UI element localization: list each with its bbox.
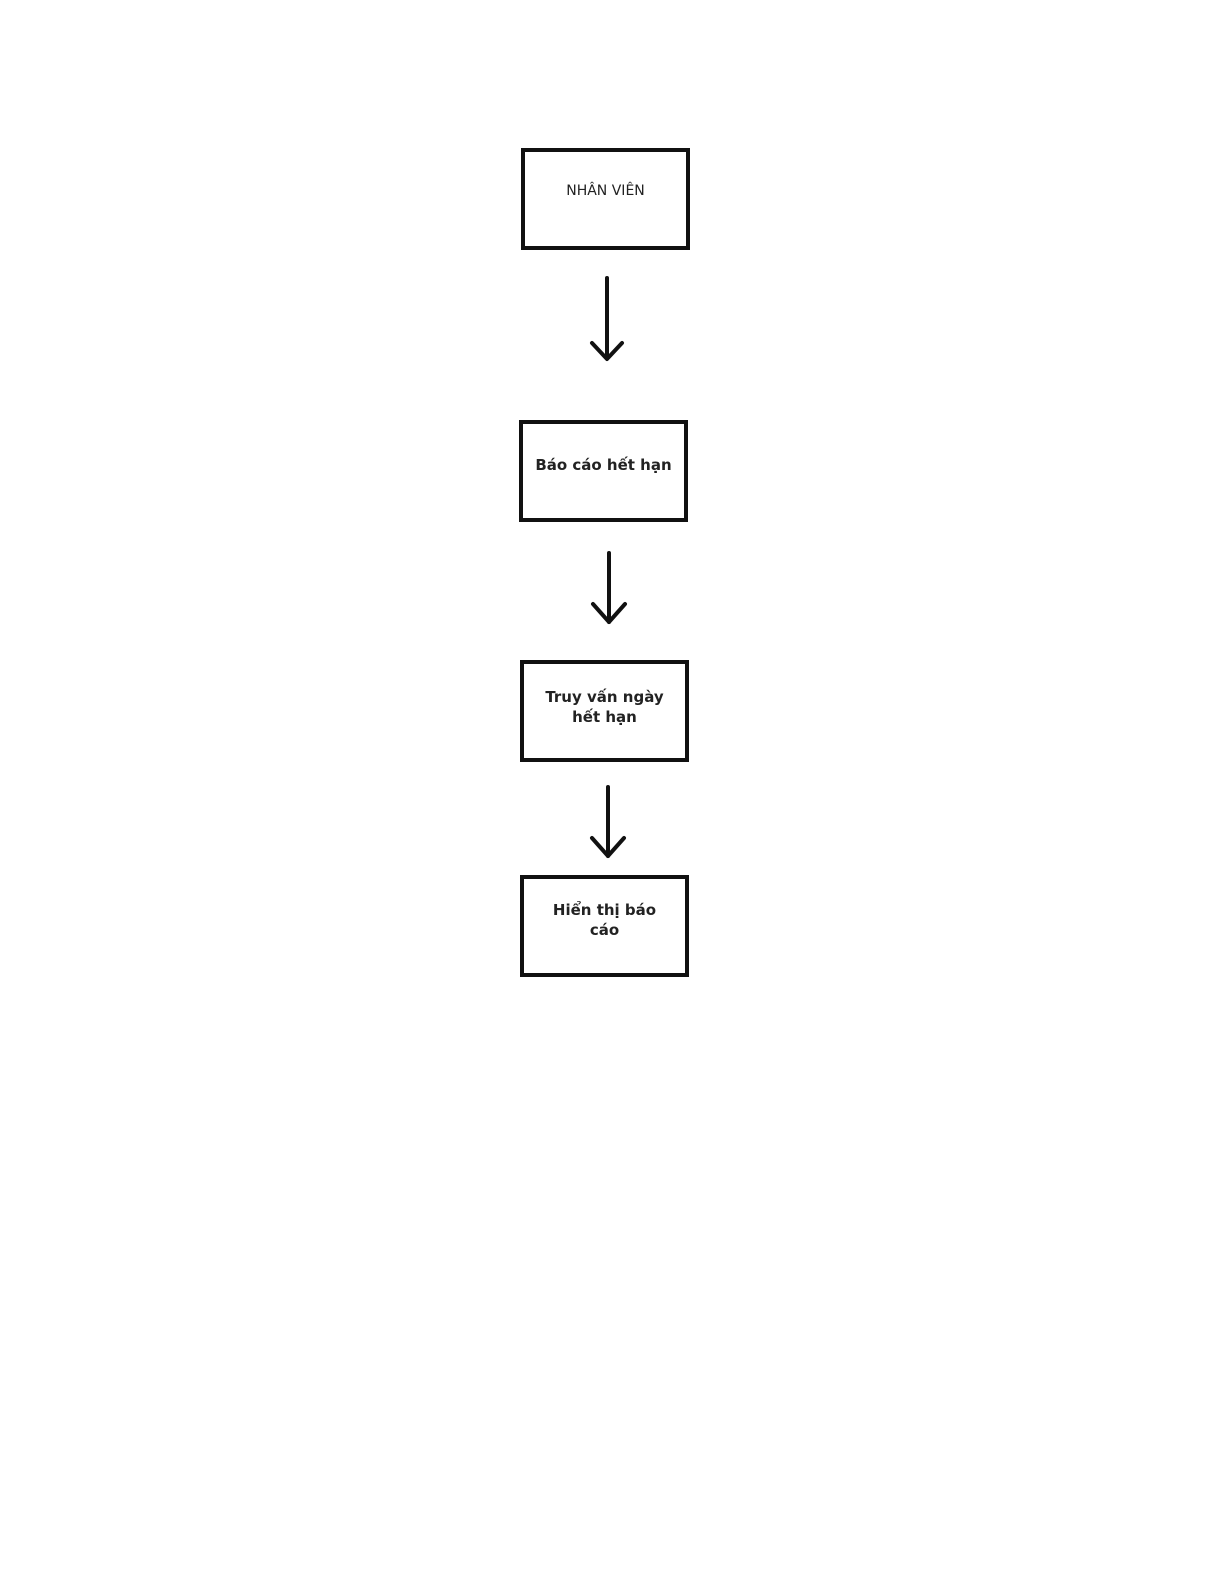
flow-node-hien-thi-bao-cao: Hiển thị báo cáo [520, 875, 689, 977]
flow-node-label: Báo cáo hết hạn [535, 455, 671, 475]
arrow-3-down [592, 787, 624, 856]
flow-node-bao-cao-het-han: Báo cáo hết hạn [519, 420, 688, 522]
arrow-1-down [592, 278, 622, 359]
flow-node-label: Truy vấn ngày hết hạn [545, 687, 665, 727]
flow-node-label: Hiển thị báo cáo [545, 900, 665, 940]
flow-node-truy-van-ngay-het-han: Truy vấn ngày hết hạn [520, 660, 689, 762]
arrow-2-down [593, 553, 625, 622]
